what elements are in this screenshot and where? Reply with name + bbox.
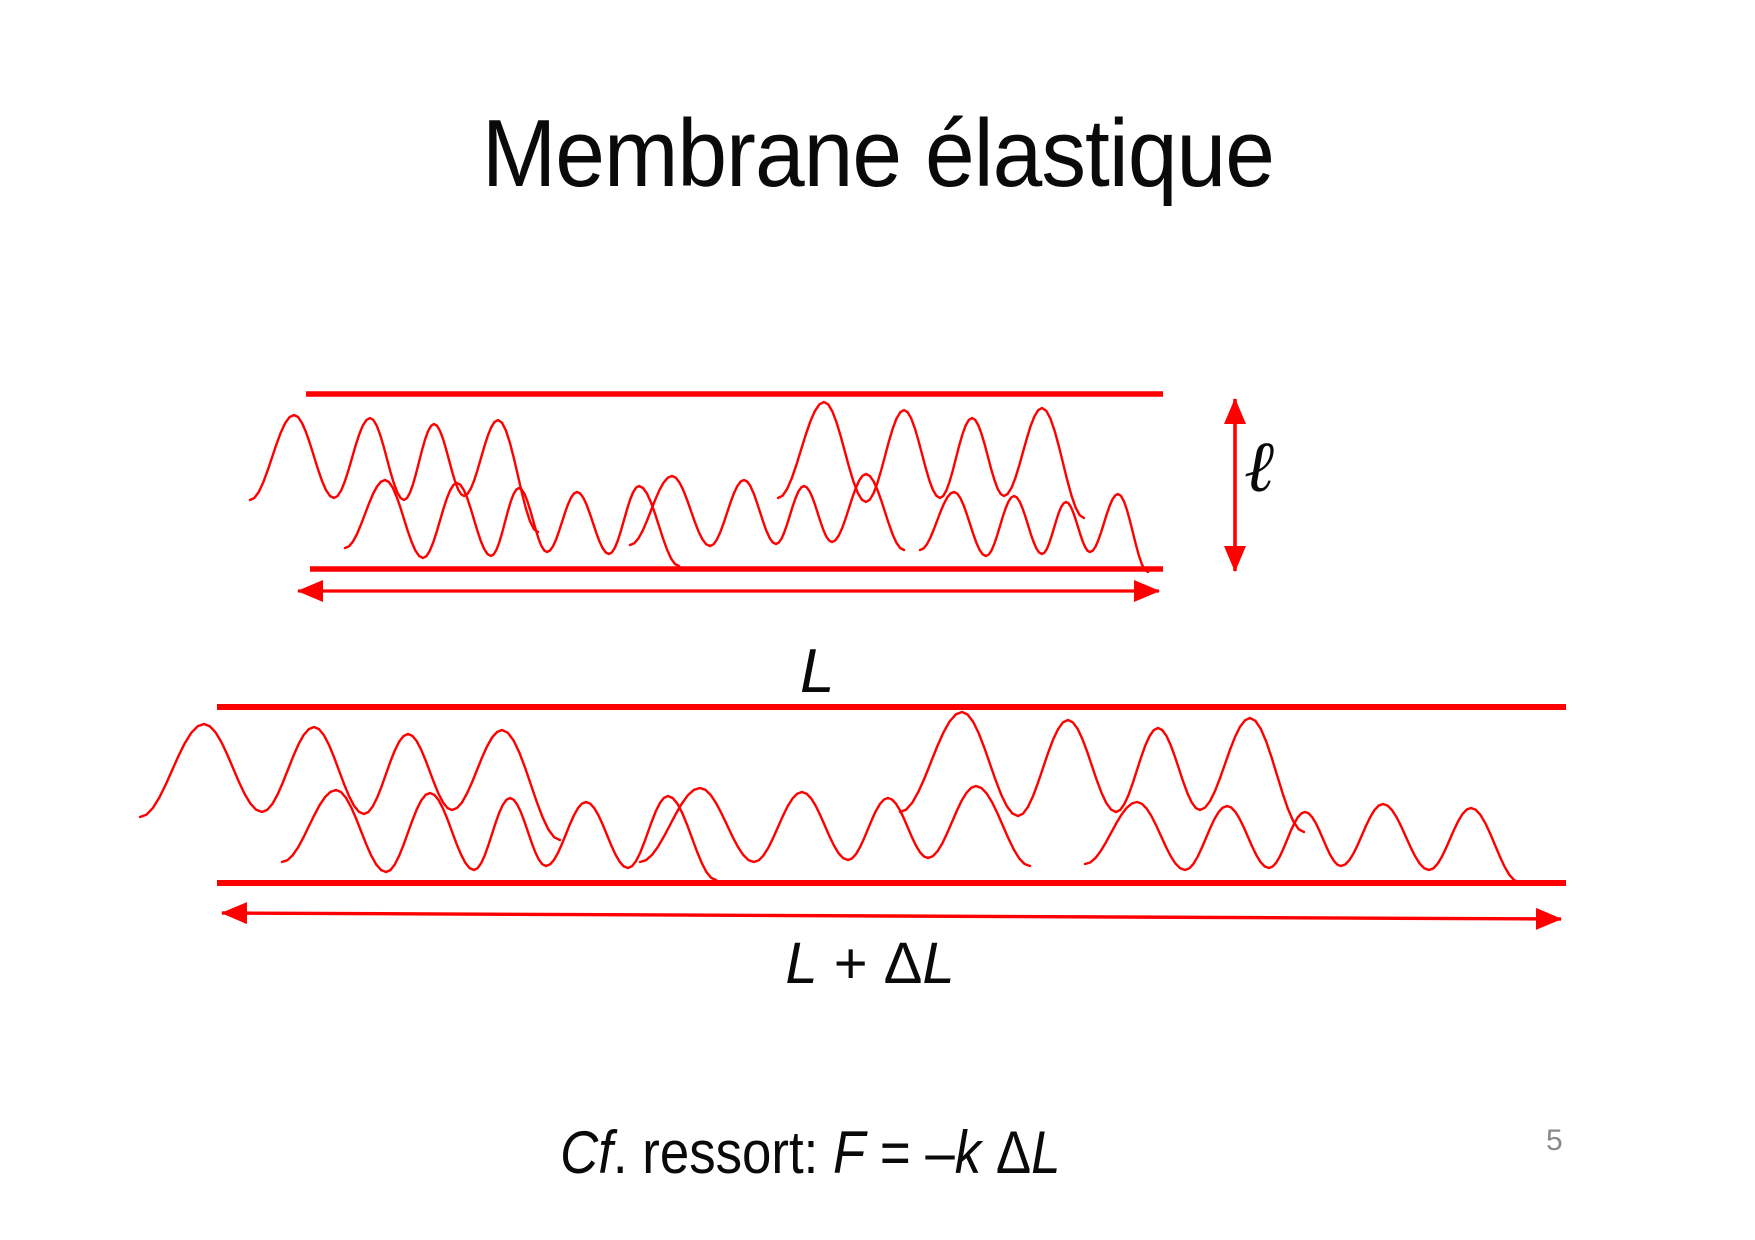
label-part: L (922, 931, 955, 996)
membrane2-fiber-squiggles (138, 710, 1521, 884)
membrane-relaxed (248, 391, 1246, 602)
fiber-squiggle (1083, 800, 1521, 884)
caption-part: k (954, 1119, 981, 1186)
fiber-squiggle (343, 478, 681, 568)
fiber-squiggle (918, 490, 1150, 574)
membrane-stretched (138, 704, 1566, 930)
label-part: + Δ (817, 931, 923, 996)
slide-title: Membrane élastique (0, 100, 1755, 207)
label-part: L (785, 931, 818, 996)
fiber-squiggle (898, 710, 1306, 834)
caption-part: = – (864, 1119, 955, 1186)
membrane1-fiber-squiggles (248, 400, 1150, 574)
fiber-squiggle (248, 413, 540, 534)
page-number: 5 (1546, 1124, 1563, 1157)
caption-part: F (832, 1119, 865, 1186)
thickness-label-ell: ℓ (1244, 424, 1274, 508)
fiber-squiggle (138, 722, 562, 842)
caption-part: . ressort: (612, 1119, 833, 1186)
fiber-squiggle (628, 472, 906, 552)
caption: Cf. ressort: F = –k ΔL (430, 1118, 1190, 1187)
fiber-squiggle (776, 400, 1086, 520)
caption-part: Δ (980, 1119, 1031, 1186)
caption-text: Cf. ressort: F = –k ΔL (560, 1118, 1060, 1187)
length-dimension-arrow-L-plus-dL (221, 902, 1562, 930)
slide-title-text: Membrane élastique (481, 100, 1274, 207)
caption-part: L (1030, 1119, 1061, 1186)
length-label-L-plus-dL: L + ΔL (650, 930, 1090, 997)
fiber-squiggle (638, 784, 1032, 868)
fiber-squiggle (280, 788, 718, 882)
caption-part: Cf (559, 1119, 613, 1186)
length-label-L: L (800, 637, 835, 706)
